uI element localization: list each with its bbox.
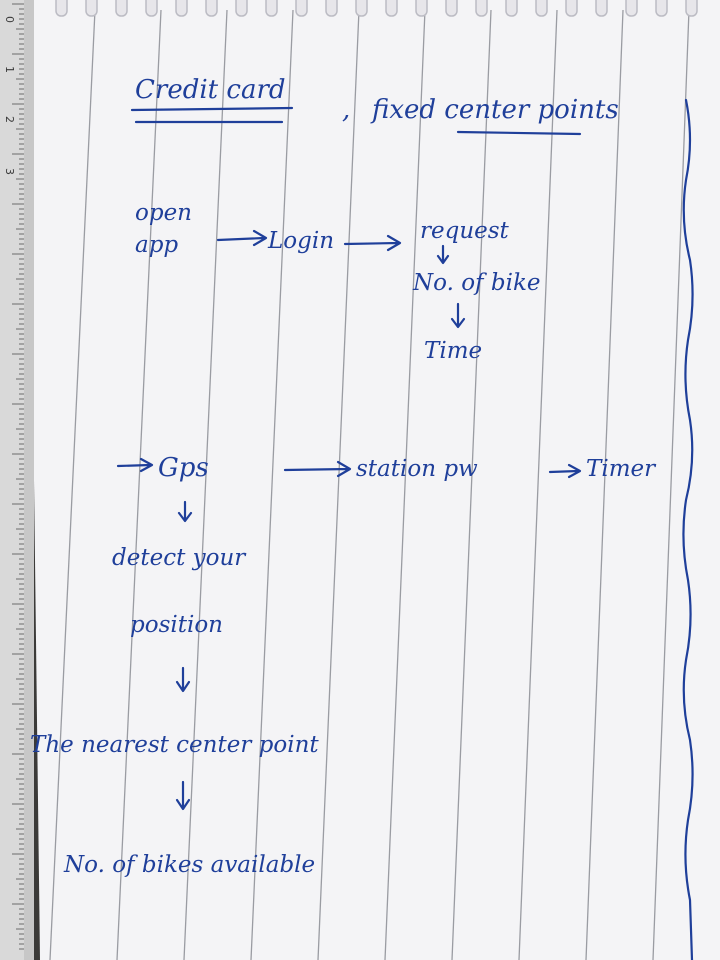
ruler-number: 0 bbox=[3, 16, 16, 23]
ruled-line bbox=[116, 9, 162, 960]
ruled-line bbox=[49, 9, 96, 960]
ruled-line bbox=[652, 9, 690, 960]
spiral-ring bbox=[565, 0, 578, 17]
arrow-right-icon bbox=[343, 234, 402, 252]
position-text: position bbox=[130, 612, 223, 638]
station-pw-text: station pw bbox=[356, 456, 478, 482]
spiral-ring bbox=[415, 0, 428, 17]
spiral-ring bbox=[85, 0, 98, 17]
spiral-ring bbox=[325, 0, 338, 17]
paper-sheet bbox=[28, 0, 720, 960]
spiral-ring bbox=[265, 0, 278, 17]
arrow-right-icon bbox=[283, 460, 352, 478]
ruler: 0 1 2 3 bbox=[0, 0, 34, 960]
arrow-down-icon bbox=[175, 780, 191, 811]
spiral-ring bbox=[55, 0, 68, 17]
spiral-ring bbox=[595, 0, 608, 17]
margin-line bbox=[682, 98, 694, 960]
spiral-binding bbox=[55, 0, 698, 17]
arrow-right-icon bbox=[116, 457, 154, 473]
arrow-right-icon bbox=[216, 229, 268, 247]
login-text: Login bbox=[267, 228, 334, 254]
fixed-center-points-label: fixed center points bbox=[370, 95, 619, 125]
ruled-line bbox=[585, 9, 624, 960]
spiral-ring bbox=[445, 0, 458, 17]
spiral-ring bbox=[205, 0, 218, 17]
spiral-ring bbox=[295, 0, 308, 17]
credit-card-label: Credit card bbox=[135, 75, 286, 105]
credit-card-underline bbox=[130, 106, 294, 124]
spiral-ring bbox=[655, 0, 668, 17]
spiral-ring bbox=[115, 0, 128, 17]
bikes-available-text: No. of bikes available bbox=[63, 852, 315, 878]
spiral-ring bbox=[355, 0, 368, 17]
arrow-down-icon bbox=[436, 244, 450, 265]
open-text: open bbox=[135, 200, 192, 226]
detect-your-text: detect your bbox=[112, 545, 247, 571]
arrow-down-icon bbox=[450, 302, 466, 329]
header-separator: , bbox=[342, 95, 350, 125]
ruled-line bbox=[384, 9, 426, 960]
spiral-ring bbox=[385, 0, 398, 17]
ruled-line bbox=[317, 9, 360, 960]
spiral-ring bbox=[235, 0, 248, 17]
center-points-underline bbox=[456, 130, 582, 136]
request-text: request bbox=[420, 218, 510, 244]
ruler-number: 2 bbox=[3, 116, 16, 123]
ruled-line bbox=[451, 9, 492, 960]
ruler-number: 3 bbox=[3, 168, 16, 175]
spiral-ring bbox=[535, 0, 548, 17]
nearest-center-point-text: The nearest center point bbox=[30, 732, 319, 758]
ruled-line bbox=[518, 9, 558, 960]
ruled-line bbox=[183, 9, 228, 960]
gps-text: Gps bbox=[158, 453, 209, 483]
spiral-ring bbox=[505, 0, 518, 17]
spiral-ring bbox=[475, 0, 488, 17]
ruler-number: 1 bbox=[3, 66, 16, 73]
spiral-ring bbox=[145, 0, 158, 17]
spiral-ring bbox=[685, 0, 698, 17]
ruler-body bbox=[0, 0, 24, 960]
spiral-ring bbox=[625, 0, 638, 17]
timer-text: Timer bbox=[586, 456, 657, 482]
ruler-ticks bbox=[12, 3, 24, 950]
number-of-bike-text: No. of bike bbox=[412, 270, 541, 296]
app-text: app bbox=[135, 232, 178, 258]
ruled-lines bbox=[49, 9, 690, 960]
spiral-ring bbox=[175, 0, 188, 17]
ruled-line bbox=[250, 9, 294, 960]
arrow-down-icon bbox=[177, 500, 193, 523]
time-text: Time bbox=[424, 338, 482, 364]
arrow-down-icon bbox=[175, 666, 191, 693]
ruler-edge bbox=[24, 0, 34, 960]
arrow-right-icon bbox=[548, 463, 582, 479]
